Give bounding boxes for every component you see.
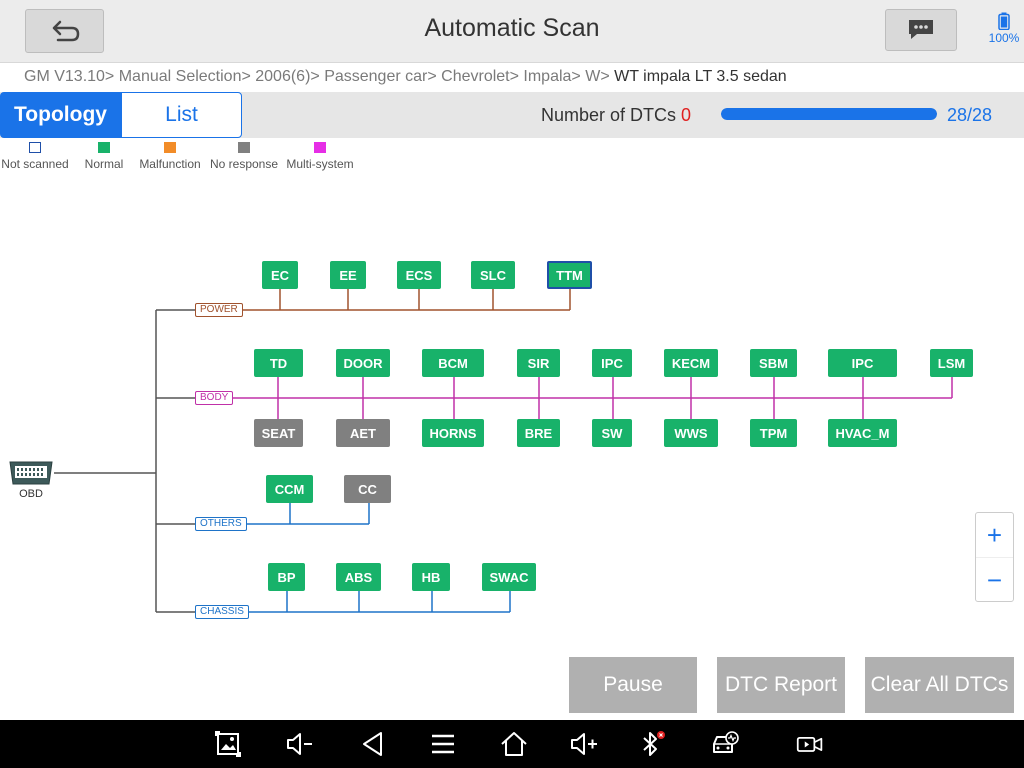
legend-label: No response [209,157,279,171]
scan-progress-bar [721,108,937,120]
clear-all-dtcs-button[interactable]: Clear All DTCs [865,657,1014,713]
ecu-node-bre[interactable]: BRE [517,419,560,447]
ecu-node-hvac-m[interactable]: HVAC_M [828,419,897,447]
ecu-node-cc[interactable]: CC [344,475,391,503]
ecu-node-hb[interactable]: HB [412,563,450,591]
legend-label: Multi-system [286,157,354,171]
ecu-node-slc[interactable]: SLC [471,261,515,289]
scan-progress-text: 28/28 [947,105,993,125]
tab-topology[interactable]: Topology [0,92,121,138]
legend-label: Not scanned [1,157,69,171]
screenshot-icon[interactable] [214,730,242,758]
ecu-node-sbm[interactable]: SBM [750,349,797,377]
legend-swatch-normal [98,142,110,153]
page-title: Automatic Scan [424,14,600,42]
ecu-node-wws[interactable]: WWS [664,419,718,447]
back-arrow-icon [52,20,79,42]
ecu-node-bp[interactable]: BP [268,563,305,591]
ecu-node-tpm[interactable]: TPM [750,419,797,447]
zoom-controls: + − [975,512,1014,602]
ecu-node-ttm[interactable]: TTM [547,261,592,289]
menu-icon[interactable] [429,730,457,758]
bluetooth-icon[interactable] [637,730,665,758]
dtc-count-label: Number of DTCs 0 [541,105,691,126]
ecu-node-sir[interactable]: SIR [517,349,560,377]
pause-button[interactable]: Pause [569,657,697,713]
dtc-count-value: 0 [681,105,692,125]
bus-label-others: OTHERS [195,517,247,531]
battery-icon [998,12,1010,30]
volume-down-icon[interactable] [285,730,313,758]
legend-malfunction: Malfunction [136,142,204,171]
tab-list[interactable]: List [121,92,242,138]
message-button[interactable] [885,9,957,51]
legend-no-response: No response [208,142,280,171]
legend-swatch-multi-system [314,142,326,153]
ecu-node-bcm[interactable]: BCM [422,349,484,377]
ecu-node-td[interactable]: TD [254,349,303,377]
ecu-node-abs[interactable]: ABS [336,563,381,591]
obd-connector-icon [9,461,53,485]
legend-swatch-not-scanned [29,142,41,153]
ecu-node-sw[interactable]: SW [592,419,632,447]
breadcrumb-current: WT impala LT 3.5 sedan [614,68,787,85]
zoom-out-button[interactable]: − [986,564,1003,595]
ecu-node-lsm[interactable]: LSM [930,349,973,377]
obd-label: OBD [19,488,43,500]
ecu-node-ipc[interactable]: IPC [592,349,632,377]
video-record-icon[interactable] [796,730,824,758]
legend-swatch-malfunction [164,142,176,153]
bus-label-power: POWER [195,303,243,317]
back-triangle-icon[interactable] [359,730,387,758]
back-button[interactable] [25,9,104,53]
battery-indicator: 100% [984,12,1024,45]
scan-progress-fill [721,108,937,120]
ecu-node-seat[interactable]: SEAT [254,419,303,447]
legend-not-scanned: Not scanned [0,142,70,171]
ecu-node-kecm[interactable]: KECM [664,349,718,377]
ecu-node-aet[interactable]: AET [336,419,390,447]
ecu-node-ccm[interactable]: CCM [266,475,313,503]
ecu-node-ecs[interactable]: ECS [397,261,441,289]
car-diagnostic-icon[interactable] [711,730,739,758]
zoom-in-button[interactable]: + [976,513,1013,558]
legend-normal: Normal [80,142,128,171]
bus-label-body: BODY [195,391,234,405]
message-icon [909,20,933,39]
legend-label: Normal [84,157,124,171]
home-icon[interactable] [500,730,528,758]
obd-connector[interactable]: OBD [8,459,56,501]
system-navbar [0,720,1024,768]
legend-multi-system: Multi-system [283,142,357,171]
ecu-node-swac[interactable]: SWAC [482,563,536,591]
volume-up-icon[interactable] [570,730,598,758]
legend-label: Malfunction [139,157,201,171]
tab-bar: Topology List Number of DTCs 0 28/28 [0,92,1024,138]
ecu-node-ipc-2[interactable]: IPC [828,349,897,377]
ecu-node-ee[interactable]: EE [330,261,366,289]
breadcrumb-path: GM V13.10> Manual Selection> 2006(6)> Pa… [24,68,610,85]
breadcrumb: GM V13.10> Manual Selection> 2006(6)> Pa… [24,68,787,86]
battery-level: 100% [988,31,1020,45]
dtc-label-text: Number of DTCs [541,105,677,125]
ecu-node-door[interactable]: DOOR [336,349,390,377]
ecu-node-horns[interactable]: HORNS [422,419,484,447]
top-bar: Automatic Scan 100% [0,0,1024,63]
dtc-report-button[interactable]: DTC Report [717,657,845,713]
ecu-node-ec[interactable]: EC [262,261,298,289]
legend-swatch-no-response [238,142,250,153]
bus-label-chassis: CHASSIS [195,605,249,619]
